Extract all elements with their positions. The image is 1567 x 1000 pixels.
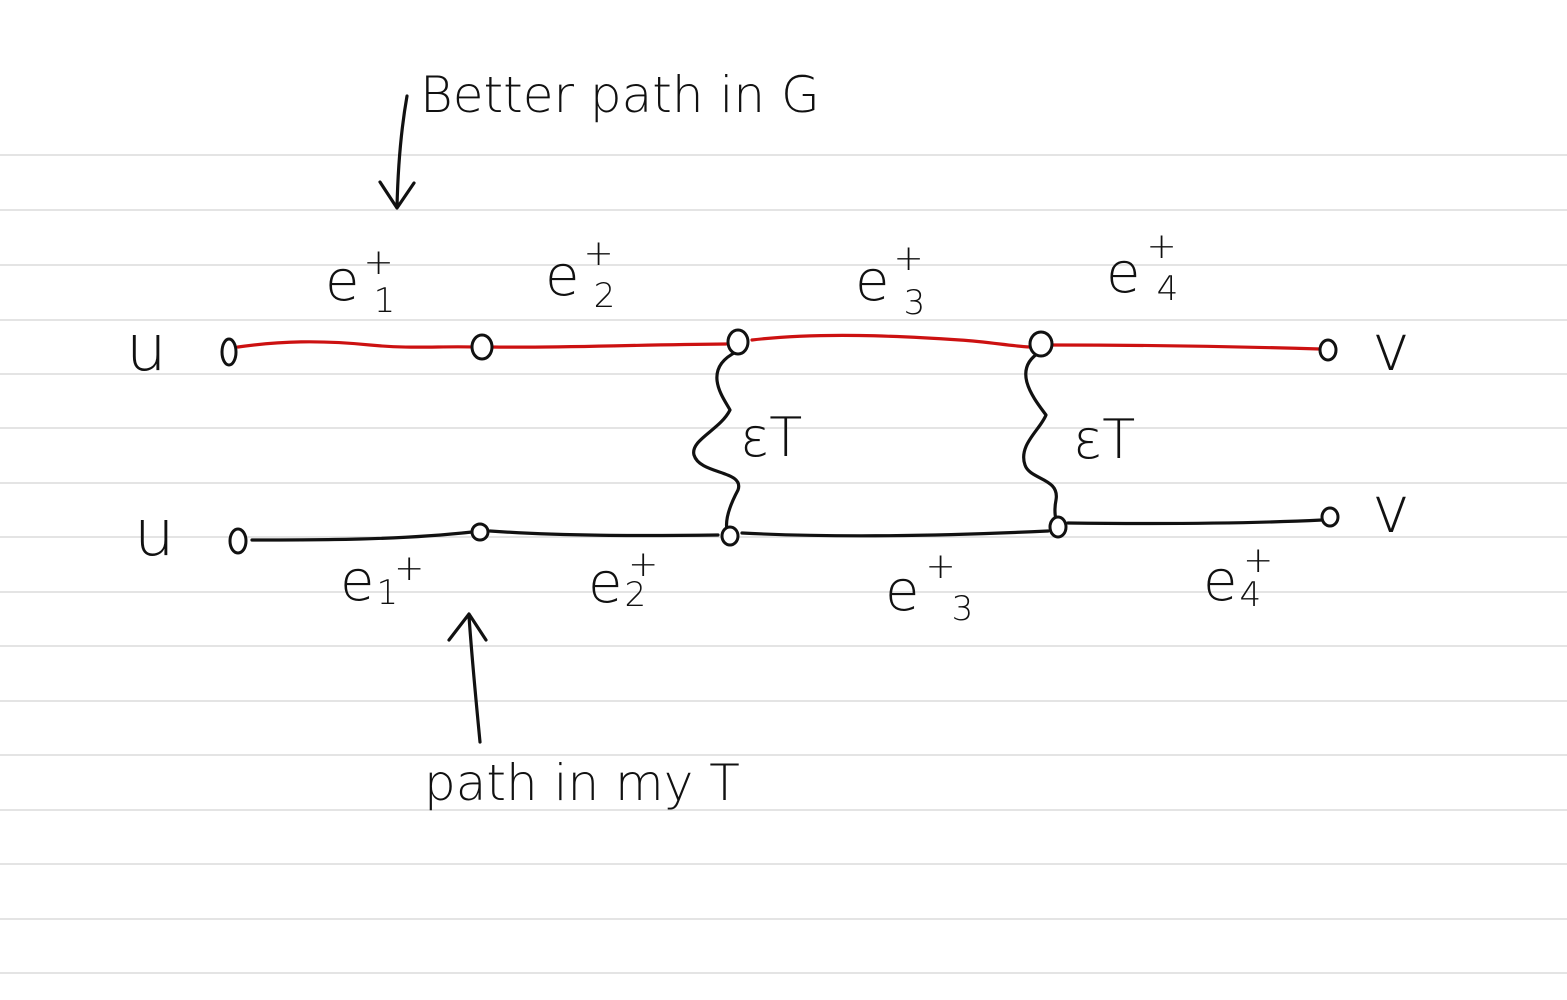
bottom-edge-3 [740, 529, 1050, 538]
top-edge-4 [1050, 343, 1322, 351]
edge-sub: 2 [624, 575, 646, 615]
node-circle [470, 522, 490, 542]
path-in-T-note: path in my T [424, 754, 740, 812]
node-circle [1320, 506, 1340, 528]
edge-sup: + [893, 238, 923, 279]
bottom-edge-label-4: e4+ [1203, 540, 1273, 615]
edge-sup: + [394, 548, 424, 589]
better-path-note: Better path in G [420, 66, 820, 124]
edge-sup: + [583, 233, 613, 274]
connector-wave-2 [1022, 350, 1060, 527]
edge-sub: 1 [374, 281, 396, 321]
bottom-nodes [228, 506, 1340, 555]
node-circle [1048, 515, 1068, 539]
top-edge-3 [750, 333, 1032, 349]
bottom-edge-label-2: e2+ [588, 544, 658, 616]
node-circle [470, 333, 494, 361]
ruled-lines [0, 154, 1567, 974]
bottom-path [250, 518, 1324, 542]
node-circle [726, 328, 750, 356]
edge-base: e [855, 249, 889, 314]
edge-sub: 3 [952, 589, 974, 629]
edge-base: e [1203, 549, 1237, 614]
top-path [236, 333, 1322, 351]
node-circle [1318, 338, 1338, 362]
edge-base: e [1106, 241, 1140, 306]
vertex-v-bottom: v [1372, 474, 1410, 548]
bottom-edge-4 [1066, 518, 1324, 526]
edge-sub: 3 [904, 283, 926, 323]
edge-sup: + [628, 544, 658, 585]
top-edge-label-1: e+1 [325, 242, 395, 321]
edge-sub: 4 [1239, 575, 1261, 615]
edge-base: e [885, 559, 919, 624]
edge-sup: + [1146, 226, 1176, 267]
bottom-edge-label-3: e+3 [885, 546, 973, 629]
edge-sub: 2 [594, 276, 616, 316]
top-edge-2 [489, 342, 728, 349]
top-edge-label-3: e+3 [855, 238, 925, 323]
node-circle [220, 337, 238, 367]
up-arrow-icon [447, 612, 488, 744]
vertex-v-top: v [1372, 312, 1410, 386]
edge-sup: + [1243, 540, 1273, 581]
edge-sup: + [925, 546, 955, 587]
edge-sup: + [363, 242, 393, 283]
edge-base: e [588, 551, 622, 616]
top-edge-label-2: e+2 [545, 233, 615, 316]
top-edge-1 [236, 340, 476, 349]
top-nodes [220, 328, 1338, 367]
bottom-edge-label-1: e1+ [340, 548, 424, 614]
node-circle [228, 527, 248, 555]
connector-wave-1 [692, 350, 741, 532]
edge-sub: 4 [1157, 269, 1179, 309]
vertex-u-top: u [126, 312, 167, 386]
connector-label-2: εT [1073, 408, 1135, 471]
top-edge-label-4: e+4 [1106, 226, 1178, 309]
edge-base: e [340, 549, 374, 614]
edge-base: e [325, 249, 359, 314]
node-circle [720, 525, 740, 547]
edge-base: e [545, 244, 579, 309]
down-arrow-icon [378, 94, 416, 210]
vertex-u-bottom: u [134, 497, 175, 571]
bottom-edge-2 [488, 529, 720, 538]
bottom-edge-1 [250, 530, 474, 542]
edge-sub: 1 [376, 573, 398, 613]
connector-label-1: εT [740, 406, 802, 469]
node-circle [1028, 330, 1054, 358]
